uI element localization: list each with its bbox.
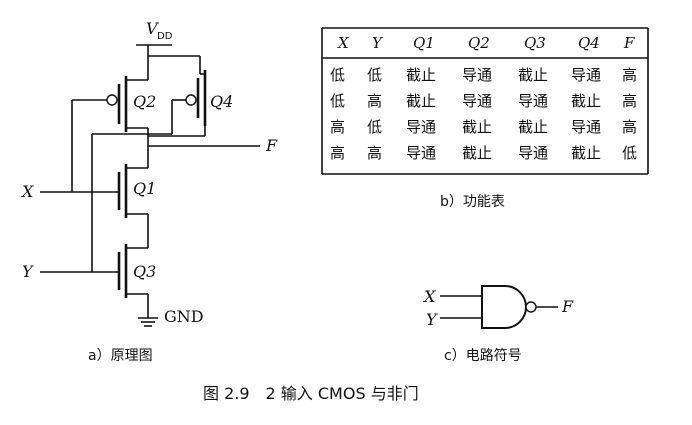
q4-label: Q4 [210, 92, 233, 111]
cell-r1-q3: 导通 [518, 92, 548, 110]
q2-gate-bubble [106, 94, 118, 106]
symbol-input-x-label: X [422, 287, 436, 306]
transistor-q3: Q3 [40, 244, 156, 298]
output-f-label: F [265, 136, 278, 155]
cell-r2-q1: 导通 [406, 118, 436, 136]
q4-gate-bubble [185, 94, 197, 106]
figure-title: 图 2.9 2 输入 CMOS 与非门 [203, 384, 419, 403]
cell-r3-q3: 导通 [518, 144, 548, 162]
cell-r0-q3: 截止 [518, 66, 548, 84]
nand-gate-body [481, 285, 527, 329]
th-x: X [337, 34, 350, 52]
cell-r2-q3: 截止 [518, 118, 548, 136]
cell-r3-q4: 截止 [571, 144, 601, 162]
vdd-subscript: DD [157, 31, 173, 42]
th-q1: Q1 [413, 34, 435, 52]
cell-r3-q2: 截止 [462, 144, 492, 162]
th-q2: Q2 [468, 34, 490, 52]
cell-r1-x: 低 [330, 92, 345, 110]
cell-r2-x: 高 [330, 118, 345, 136]
cell-r0-q2: 导通 [462, 66, 492, 84]
cell-r1-y: 高 [367, 92, 382, 110]
cell-r0-x: 低 [330, 66, 345, 84]
cell-r2-f: 高 [622, 118, 637, 136]
transistor-q2: Q2 [72, 76, 156, 132]
cell-r0-y: 低 [367, 66, 382, 84]
cell-r1-q1: 截止 [406, 92, 436, 110]
function-table: X Y Q1 Q2 Q3 Q4 F 低 低 截止 导通 截止 导通 高 低 高 … [321, 27, 649, 210]
table-caption: b）功能表 [440, 194, 505, 210]
q3-label: Q3 [133, 262, 156, 281]
cell-r2-q2: 截止 [462, 118, 492, 136]
q2-label: Q2 [133, 92, 156, 111]
th-f: F [623, 34, 635, 52]
transistor-q4: Q4 [171, 70, 233, 136]
th-y: Y [372, 34, 384, 52]
cell-r3-x: 高 [330, 144, 345, 162]
symbol-input-y-label: Y [426, 310, 438, 329]
gnd-label: GND [164, 307, 204, 326]
q1-label: Q1 [133, 179, 156, 198]
schematic: V DD Q2 Q4 [20, 19, 278, 364]
cell-r0-q1: 截止 [406, 66, 436, 84]
th-q4: Q4 [578, 34, 600, 52]
transistor-q1: Q1 [72, 146, 156, 218]
cell-r3-y: 高 [367, 144, 382, 162]
input-y-label: Y [22, 262, 34, 281]
nand-output-bubble [525, 301, 537, 313]
cell-r1-q2: 导通 [462, 92, 492, 110]
cell-r1-f: 高 [622, 92, 637, 110]
symbol-output-f-label: F [561, 297, 574, 316]
cell-r3-q1: 导通 [406, 144, 436, 162]
vdd-label: V [146, 19, 159, 38]
symbol-caption: c）电路符号 [444, 348, 522, 364]
cell-r0-f: 高 [622, 66, 637, 84]
cell-r1-q4: 截止 [571, 92, 601, 110]
cell-r3-f: 低 [622, 144, 637, 162]
input-x-label: X [20, 182, 34, 201]
cell-r0-q4: 导通 [571, 66, 601, 84]
cell-r2-y: 低 [367, 118, 382, 136]
nand-symbol: X Y F c）电路符号 [422, 285, 574, 364]
th-q3: Q3 [524, 34, 546, 52]
schematic-caption: a）原理图 [88, 348, 153, 364]
cell-r2-q4: 导通 [571, 118, 601, 136]
